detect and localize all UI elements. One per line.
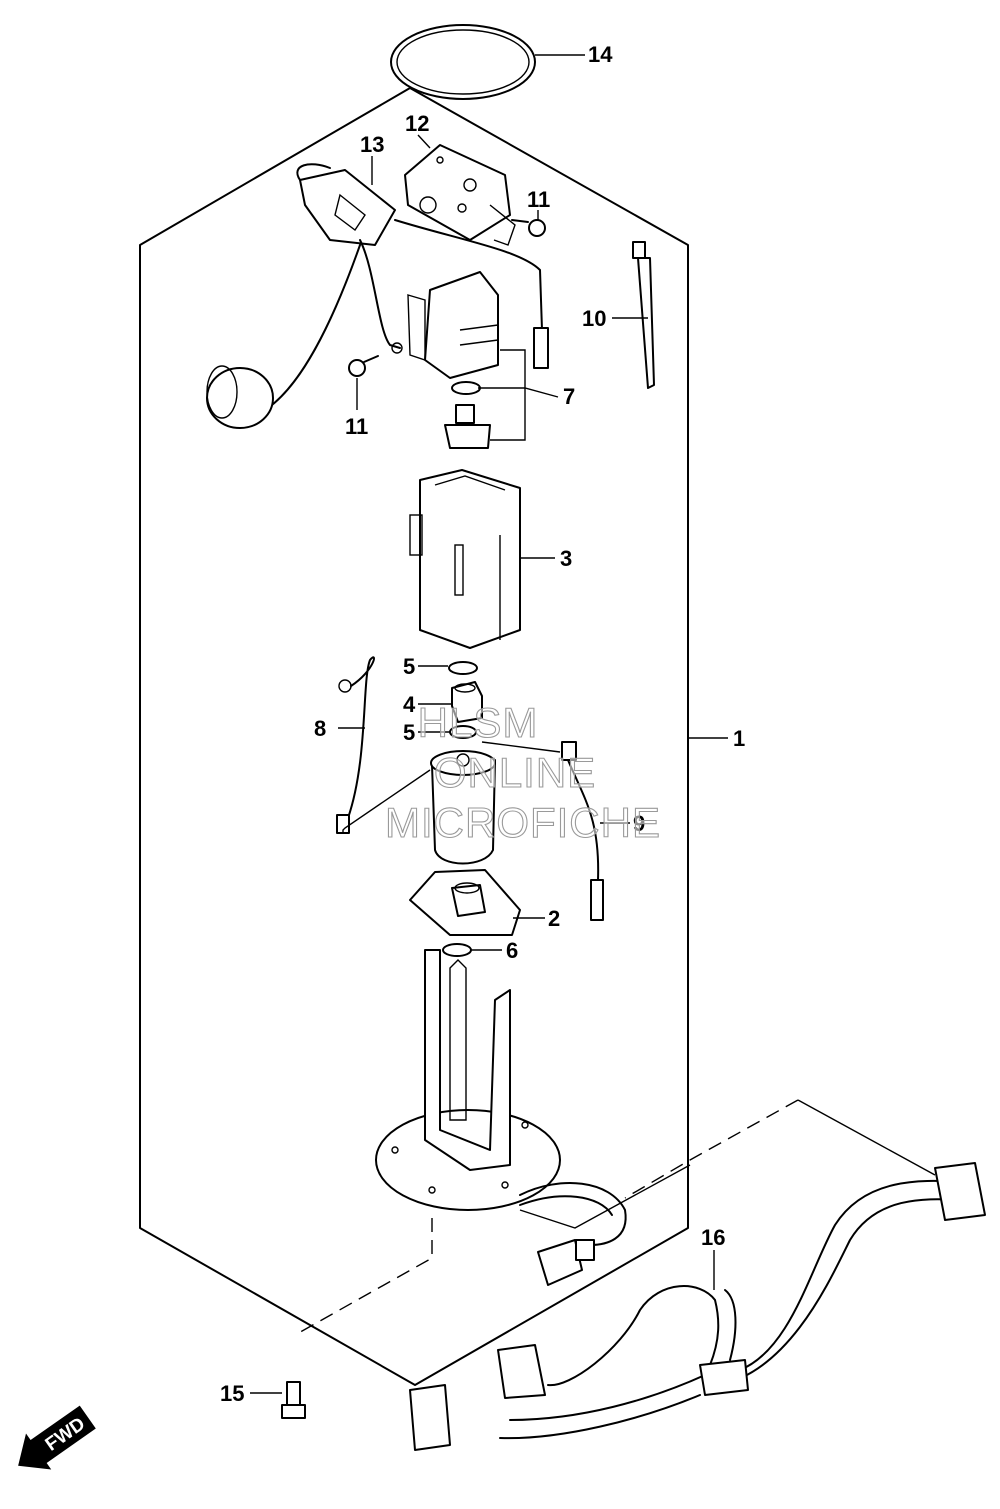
- svg-text:HLSM: HLSM: [418, 699, 539, 746]
- fwd-arrow-icon: [18, 1405, 96, 1470]
- watermark: HLSM ONLINE MICROFICHE: [384, 698, 661, 846]
- callout-6: 6: [506, 938, 518, 963]
- reference-dashed-line-flange: [294, 1218, 433, 1336]
- part-14-o-ring: [390, 24, 536, 100]
- callout-14: 14: [588, 42, 613, 67]
- callout-5-lower: 5: [403, 720, 415, 745]
- callout-8: 8: [314, 716, 326, 741]
- svg-text:ONLINE: ONLINE: [434, 749, 596, 796]
- callout-15: 15: [220, 1381, 244, 1406]
- svg-text:MICROFICHE: MICROFICHE: [385, 799, 661, 846]
- callout-3: 3: [560, 546, 572, 571]
- part-2-gasket: [409, 869, 521, 936]
- part-9-wire-lead: [481, 741, 604, 921]
- callout-9: 9: [633, 811, 645, 836]
- part-11-screw-lower: [348, 355, 379, 377]
- part-16-fuel-hose: [409, 1162, 986, 1451]
- callout-2: 2: [548, 906, 560, 931]
- callout-13: 13: [360, 132, 384, 157]
- callout-1: 1: [733, 726, 745, 751]
- callout-10: 10: [582, 306, 606, 331]
- part-5-o-ring-upper: [448, 661, 478, 675]
- part-7-pressure-regulator: [407, 271, 499, 449]
- fwd-direction-badge: FWD: [18, 1405, 96, 1470]
- callout-4: 4: [403, 692, 416, 717]
- callout-5-upper: 5: [403, 654, 415, 679]
- callout-11-lower: 11: [345, 414, 368, 439]
- part-6-o-ring: [442, 943, 472, 957]
- reference-dashed-line-hose: [624, 1099, 799, 1199]
- part-4-connector-fitting: [451, 681, 483, 723]
- callout-12: 12: [405, 111, 429, 136]
- part-12-bracket-plate: [404, 144, 516, 246]
- callout-11-upper: 11: [527, 187, 550, 212]
- part-3-filter-housing: [409, 469, 521, 649]
- reference-solid-line-hose: [797, 1099, 936, 1176]
- part-15-bolt: [281, 1381, 306, 1419]
- callout-7: 7: [563, 384, 575, 409]
- reference-solid-line-connector: [519, 1164, 691, 1229]
- leader-line-7: [478, 349, 559, 441]
- pump-mounting-flange: [375, 949, 627, 1286]
- part-10-cable-tie: [632, 241, 655, 389]
- part-8-wire-lead: [336, 656, 431, 834]
- part-11-screw-upper: [511, 219, 546, 237]
- fuel-pump-motor: [430, 750, 496, 865]
- leader-line-12: [417, 134, 431, 149]
- callout-16: 16: [701, 1225, 725, 1250]
- part-13-fuel-level-sender: [206, 163, 549, 429]
